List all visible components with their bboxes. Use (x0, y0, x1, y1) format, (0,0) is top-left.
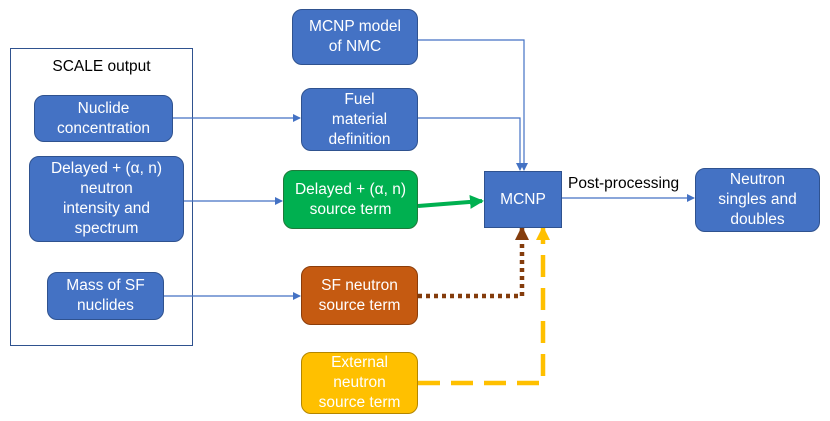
edge-green-to-mcnp (417, 194, 484, 209)
node-delayed-source-term: Delayed + (α, n) source term (283, 170, 418, 229)
node-nuclide-concentration: Nuclide concentration (34, 95, 173, 142)
edge-external-to-mcnp (418, 226, 550, 386)
node-mass-sf-nuclides: Mass of SF nuclides (47, 272, 164, 320)
edge-model-to-mcnp (418, 39, 528, 171)
node-mcnp-model: MCNP model of NMC (292, 9, 418, 65)
scale-output-title: SCALE output (52, 58, 151, 75)
node-mcnp: MCNP (484, 171, 562, 228)
scale-output-frame (10, 48, 193, 346)
edge-label-post-processing: Post-processing (568, 175, 680, 192)
edge-sf-to-mcnp (418, 226, 529, 299)
edge-fuel-to-mcnp (418, 117, 524, 171)
node-delayed-intensity: Delayed + (α, n) neutron intensity and s… (29, 156, 184, 242)
node-neutron-singles-doubles: Neutron singles and doubles (695, 168, 820, 232)
node-sf-source-term: SF neutron source term (301, 266, 418, 325)
node-fuel-material: Fuel material definition (301, 88, 418, 151)
node-external-source-term: External neutron source term (301, 352, 418, 414)
